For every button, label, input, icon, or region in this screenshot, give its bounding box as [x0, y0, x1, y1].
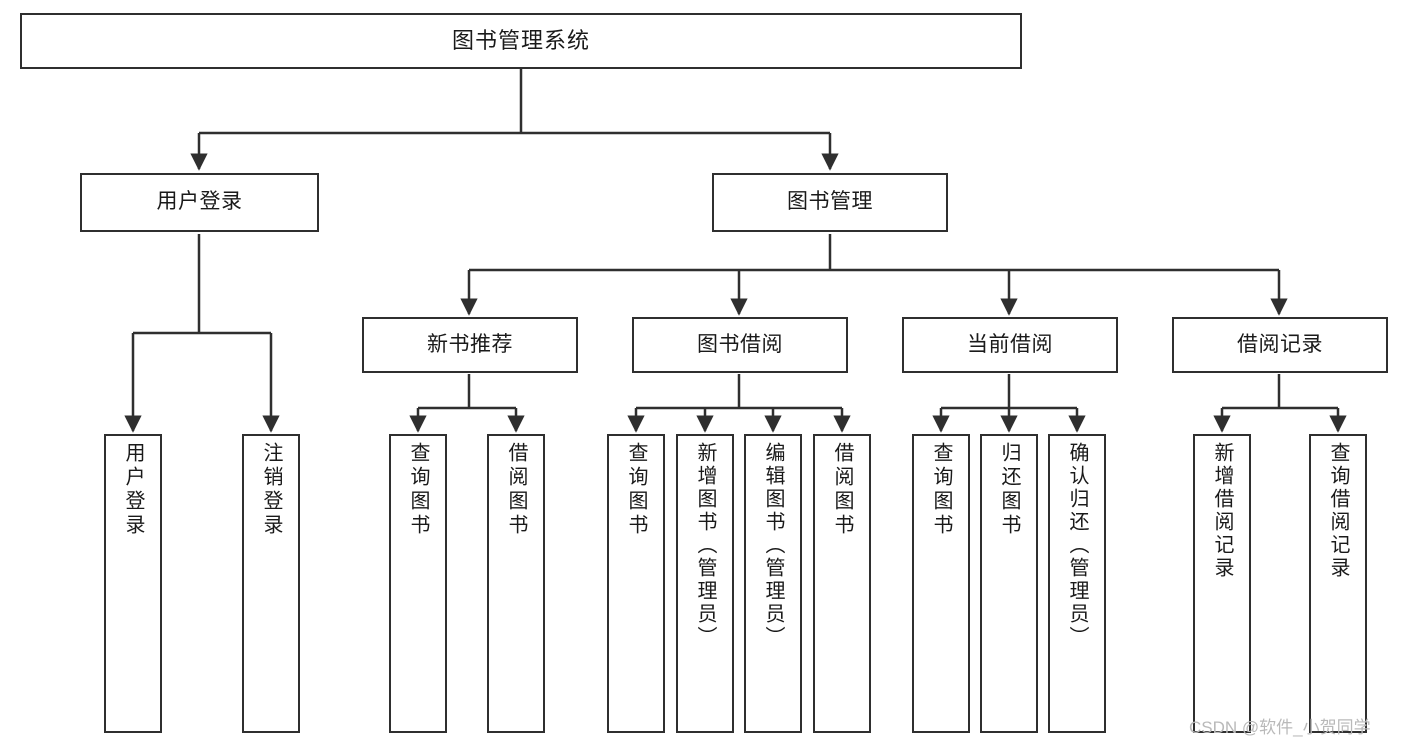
node-book-manage[interactable]: 图书管理 [712, 173, 948, 232]
node-label: 借阅图书 [505, 442, 527, 538]
node-label: 新增借阅记录 [1211, 442, 1233, 580]
node-label: 确认归还（管理员） [1066, 442, 1088, 649]
node-leaf-borrow-book-1[interactable]: 借阅图书 [487, 434, 545, 733]
node-label: 新书推荐 [427, 332, 513, 356]
node-leaf-query-book-3[interactable]: 查询图书 [912, 434, 970, 733]
node-leaf-confirm-return[interactable]: 确认归还（管理员） [1048, 434, 1106, 733]
node-root-system[interactable]: 图书管理系统 [20, 13, 1022, 69]
node-label: 查询图书 [407, 442, 429, 538]
node-label: 图书管理 [787, 190, 873, 214]
node-label: 用户登录 [156, 190, 243, 214]
node-user-login[interactable]: 用户登录 [80, 173, 319, 232]
node-leaf-query-book-2[interactable]: 查询图书 [607, 434, 665, 733]
node-leaf-return-book[interactable]: 归还图书 [980, 434, 1038, 733]
node-label: 用户登录 [122, 442, 144, 538]
node-borrow-record[interactable]: 借阅记录 [1172, 317, 1388, 373]
node-label: 图书管理系统 [451, 28, 590, 54]
node-label: 借阅图书 [831, 442, 853, 538]
node-leaf-add-record[interactable]: 新增借阅记录 [1193, 434, 1251, 733]
node-label: 查询图书 [625, 442, 647, 538]
node-label: 当前借阅 [967, 332, 1053, 356]
node-label: 新增图书（管理员） [694, 442, 716, 649]
node-leaf-query-record[interactable]: 查询借阅记录 [1309, 434, 1367, 733]
node-leaf-add-book[interactable]: 新增图书（管理员） [676, 434, 734, 733]
node-current-borrow[interactable]: 当前借阅 [902, 317, 1118, 373]
node-book-borrow[interactable]: 图书借阅 [632, 317, 848, 373]
node-leaf-borrow-book-2[interactable]: 借阅图书 [813, 434, 871, 733]
node-leaf-edit-book[interactable]: 编辑图书（管理员） [744, 434, 802, 733]
node-leaf-query-book-1[interactable]: 查询图书 [389, 434, 447, 733]
node-leaf-user-login[interactable]: 用户登录 [104, 434, 162, 733]
node-label: 图书借阅 [697, 332, 783, 356]
node-new-book-recommend[interactable]: 新书推荐 [362, 317, 578, 373]
node-label: 查询图书 [930, 442, 952, 538]
node-label: 归还图书 [998, 442, 1020, 538]
node-label: 查询借阅记录 [1327, 442, 1349, 580]
node-leaf-logout[interactable]: 注销登录 [242, 434, 300, 733]
node-label: 编辑图书（管理员） [762, 442, 784, 649]
node-label: 借阅记录 [1237, 332, 1323, 356]
node-label: 注销登录 [260, 442, 282, 538]
